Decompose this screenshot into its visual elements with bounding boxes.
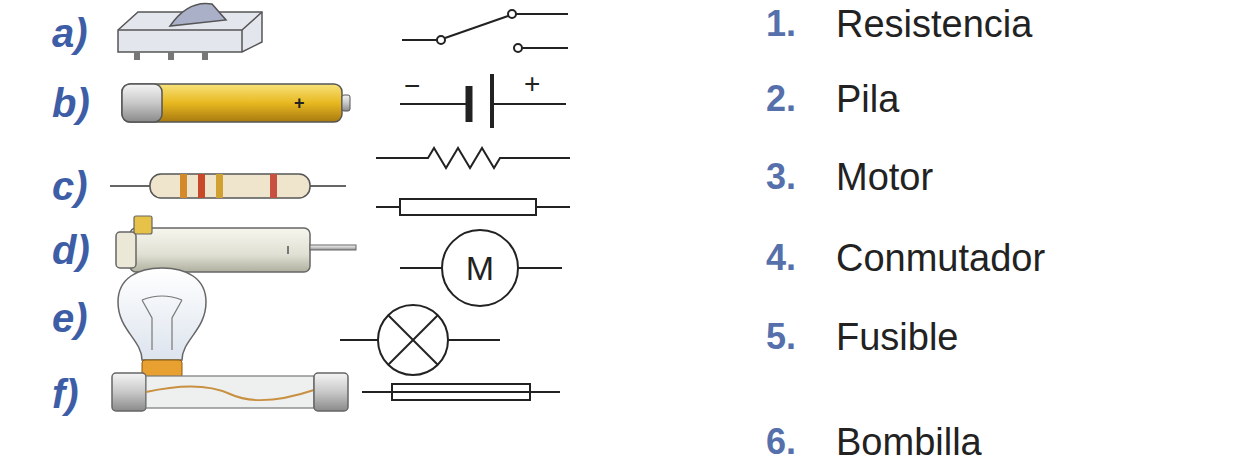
item-letter: f) xyxy=(52,374,79,414)
item-number: 4. xyxy=(766,240,796,276)
polarity-mark: + xyxy=(524,70,540,98)
item-letter: c) xyxy=(52,166,88,206)
item-letter: e) xyxy=(52,298,88,338)
item-number: 1. xyxy=(766,6,796,42)
switch-component xyxy=(118,3,262,60)
component-name: Conmutador xyxy=(836,239,1045,277)
polarity-mark: + xyxy=(294,94,305,112)
item-letter: a) xyxy=(52,13,88,53)
component-name: Resistencia xyxy=(836,5,1032,43)
component-name: Motor xyxy=(836,158,933,196)
lamp-symbol xyxy=(340,305,500,375)
resistor-component xyxy=(110,174,346,198)
item-letter: b) xyxy=(52,83,90,123)
item-number: 2. xyxy=(766,81,796,117)
polarity-mark: − xyxy=(404,72,420,100)
item-number: 5. xyxy=(766,319,796,355)
battery-component xyxy=(122,84,350,122)
battery-symbol xyxy=(400,74,566,128)
component-name: Pila xyxy=(836,80,899,118)
motor-letter: M xyxy=(466,251,494,285)
motor-symbol xyxy=(400,230,562,306)
fuse-symbol xyxy=(362,384,560,400)
motor-symbol-circle: M xyxy=(442,230,518,306)
bulb-component xyxy=(118,268,206,388)
item-number: 3. xyxy=(766,159,796,195)
component-name: Bombilla xyxy=(836,423,982,461)
component-name: Fusible xyxy=(836,318,959,356)
resistor-symbol xyxy=(376,148,570,215)
fuse-component xyxy=(112,373,348,411)
switch-symbol xyxy=(402,10,568,52)
item-number: 6. xyxy=(766,424,796,460)
motor-component xyxy=(116,216,356,272)
item-letter: d) xyxy=(52,230,90,270)
